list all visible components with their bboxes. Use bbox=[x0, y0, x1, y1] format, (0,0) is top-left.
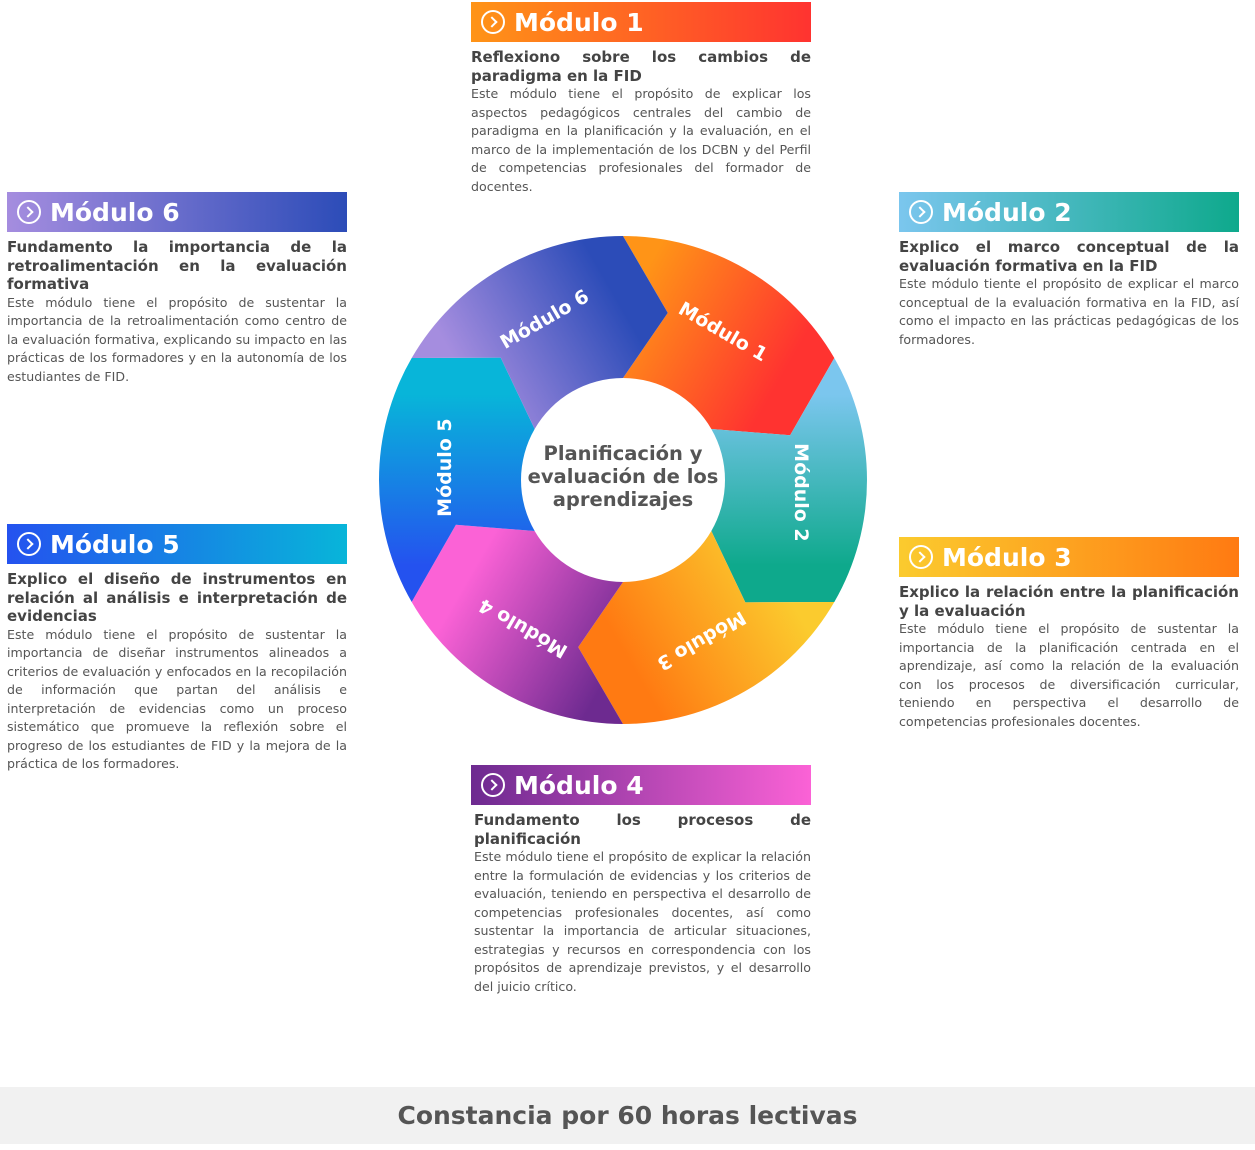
center-title-line-2: evaluación de los bbox=[528, 465, 719, 488]
module-3-header: Módulo 3 bbox=[899, 537, 1239, 577]
wheel-segment-label-5: Módulo 5 bbox=[434, 418, 456, 516]
footer-banner: Constancia por 60 horas lectivas bbox=[0, 1087, 1255, 1144]
module-2-subtitle: Explico el marco conceptual de la evalua… bbox=[899, 238, 1239, 275]
module-3-subtitle: Explico la relación entre la planificaci… bbox=[899, 583, 1239, 620]
wheel-segment-6 bbox=[411, 236, 668, 429]
wheel-segment-4 bbox=[411, 524, 623, 724]
module-5-header: Módulo 5 bbox=[7, 524, 347, 564]
module-6-subtitle: Fundamento la importancia de la retroali… bbox=[7, 238, 347, 293]
module-4-description: Este módulo tiene el propósito de explic… bbox=[474, 849, 811, 994]
wheel-segment-3 bbox=[578, 531, 835, 724]
module-2-card: Módulo 2 Explico el marco conceptual de … bbox=[899, 192, 1239, 349]
module-5-description: Este módulo tiene el propósito de susten… bbox=[7, 626, 347, 772]
module-1-header: Módulo 1 bbox=[471, 2, 811, 42]
module-2-title: Módulo 2 bbox=[942, 197, 1072, 227]
module-5-subtitle: Explico el diseño de instrumentos en rel… bbox=[7, 570, 347, 625]
footer-text: Constancia por 60 horas lectivas bbox=[397, 1101, 858, 1130]
module-3-description: Este módulo tiene el propósito de susten… bbox=[899, 621, 1239, 729]
play-circle-icon bbox=[481, 10, 505, 34]
play-circle-icon bbox=[909, 200, 933, 224]
play-circle-icon bbox=[17, 200, 41, 224]
center-title-line-3: aprendizajes bbox=[553, 488, 694, 511]
module-3-card: Módulo 3 Explico la relación entre la pl… bbox=[899, 537, 1239, 731]
module-6-header: Módulo 6 bbox=[7, 192, 347, 232]
module-1-description: Este módulo tiene el propósito de explic… bbox=[471, 86, 811, 194]
module-4-card: Módulo 4 Fundamento los procesos de plan… bbox=[471, 765, 811, 996]
module-1-card: Módulo 1 Reflexiono sobre los cambios de… bbox=[471, 2, 811, 196]
wheel-segment-1 bbox=[623, 236, 835, 436]
module-4-header: Módulo 4 bbox=[471, 765, 811, 805]
wheel-segment-2 bbox=[711, 358, 867, 603]
module-3-title: Módulo 3 bbox=[942, 542, 1072, 572]
module-1-title: Módulo 1 bbox=[514, 7, 644, 37]
module-5-card: Módulo 5 Explico el diseño de instrument… bbox=[7, 524, 347, 774]
module-4-title: Módulo 4 bbox=[514, 770, 644, 800]
play-circle-icon bbox=[909, 545, 933, 569]
module-2-header: Módulo 2 bbox=[899, 192, 1239, 232]
module-6-title: Módulo 6 bbox=[50, 197, 180, 227]
module-5-title: Módulo 5 bbox=[50, 529, 180, 559]
module-4-subtitle: Fundamento los procesos de planificación bbox=[474, 811, 811, 848]
wheel-segment-label-2: Módulo 2 bbox=[790, 443, 812, 542]
wheel-segment-5 bbox=[379, 357, 535, 602]
play-circle-icon bbox=[481, 773, 505, 797]
module-6-card: Módulo 6 Fundamento la importancia de la… bbox=[7, 192, 347, 386]
center-title-line-1: Planificación y bbox=[544, 442, 703, 465]
module-2-description: Este módulo tiente el propósito de expli… bbox=[899, 276, 1239, 347]
module-1-subtitle: Reflexiono sobre los cambios de paradigm… bbox=[471, 48, 811, 85]
module-6-description: Este módulo tiene el propósito de susten… bbox=[7, 294, 347, 384]
play-circle-icon bbox=[17, 532, 41, 556]
